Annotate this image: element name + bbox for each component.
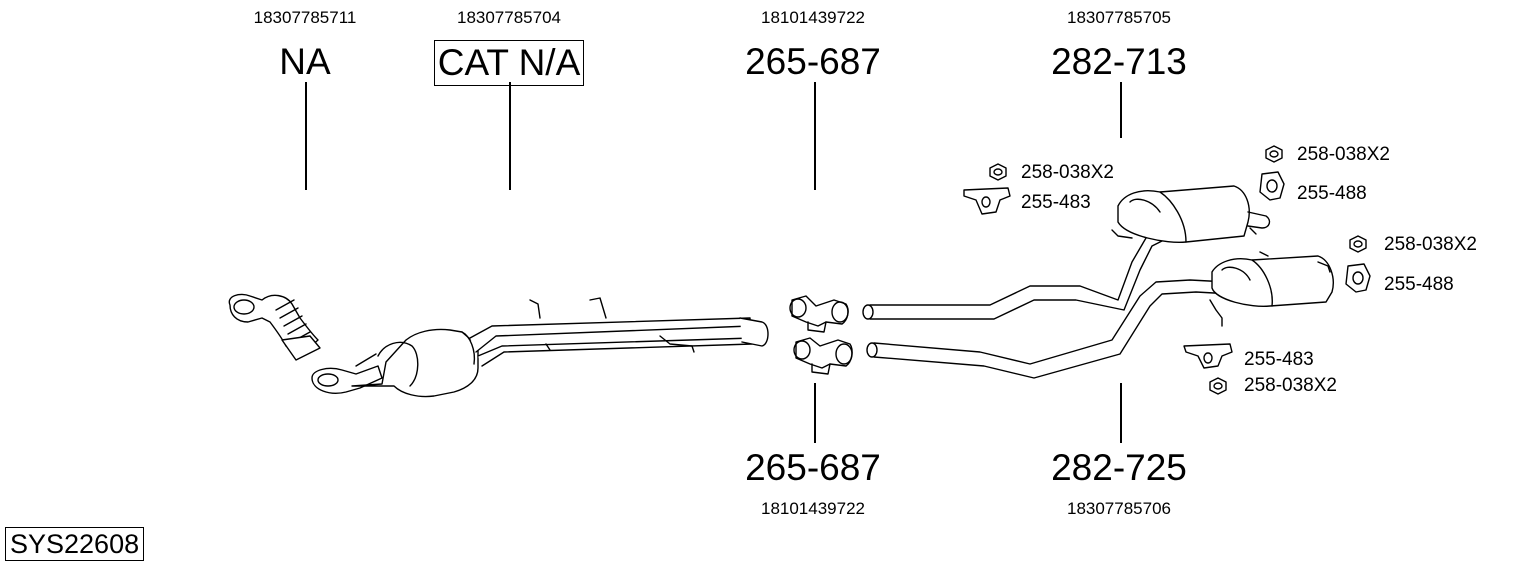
clamp-bottom (793, 337, 853, 375)
rear-muffler-lower (1209, 251, 1334, 327)
oe-number-clamp-top: 18101439722 (760, 8, 865, 27)
catalytic-converter (311, 297, 769, 398)
front-flex-pipe (228, 293, 321, 361)
part-label-na: NA (279, 41, 331, 82)
oe-number-clamp-bottom: 18101439722 (760, 499, 865, 518)
mount-lower-icon (1183, 343, 1233, 369)
mount-upper-right-icon (1259, 171, 1285, 201)
hw-label-nut-lower: 258-038X2 (1244, 375, 1337, 396)
leader-line-cat (509, 82, 511, 190)
part-label-rear-muffler-bottom: 282-725 (1051, 447, 1187, 488)
system-code: SYS22608 (5, 527, 145, 561)
hw-label-mount-upper-left: 255-483 (1021, 192, 1091, 213)
oe-number-na: 18307785711 (253, 8, 357, 27)
hw-label-nut-upper-right: 258-038X2 (1297, 144, 1390, 165)
hw-label-mount-right: 255-488 (1384, 274, 1454, 295)
hw-label-nut-right: 258-038X2 (1384, 234, 1477, 255)
leader-line-rear-muffler-bottom (1120, 383, 1122, 443)
rear-pipe-lower (866, 279, 1233, 379)
leader-line-clamp-top (814, 82, 816, 190)
leader-line-clamp-bottom (814, 383, 816, 443)
rear-muffler-upper (1111, 185, 1271, 244)
leader-line-na (305, 82, 307, 190)
part-label-rear-muffler-top: 282-713 (1051, 41, 1187, 82)
oe-number-rear-muffler-bottom: 18307785706 (1066, 499, 1171, 518)
oe-number-rear-muffler-top: 18307785705 (1066, 8, 1171, 27)
nut-lower-icon (1209, 377, 1227, 395)
hw-label-mount-lower: 255-483 (1244, 349, 1314, 370)
part-label-clamp-bottom: 265-687 (745, 447, 881, 488)
clamp-top (789, 295, 849, 333)
cat-label-box: CAT N/A (433, 40, 585, 86)
oe-number-cat: 18307785704 (456, 8, 561, 27)
hw-label-nut-upper-left: 258-038X2 (1021, 162, 1114, 183)
nut-upper-left-icon (989, 163, 1007, 181)
mount-right-icon (1345, 263, 1371, 293)
hw-label-mount-upper-right: 255-488 (1297, 183, 1367, 204)
nut-upper-right-icon (1265, 145, 1283, 163)
leader-line-rear-muffler-top (1120, 82, 1122, 138)
nut-right-icon (1349, 235, 1367, 253)
rear-pipe-upper (862, 231, 1165, 320)
mount-upper-left-icon (963, 187, 1011, 215)
part-label-clamp-top: 265-687 (745, 41, 881, 82)
part-label-cat: CAT N/A (389, 40, 629, 86)
